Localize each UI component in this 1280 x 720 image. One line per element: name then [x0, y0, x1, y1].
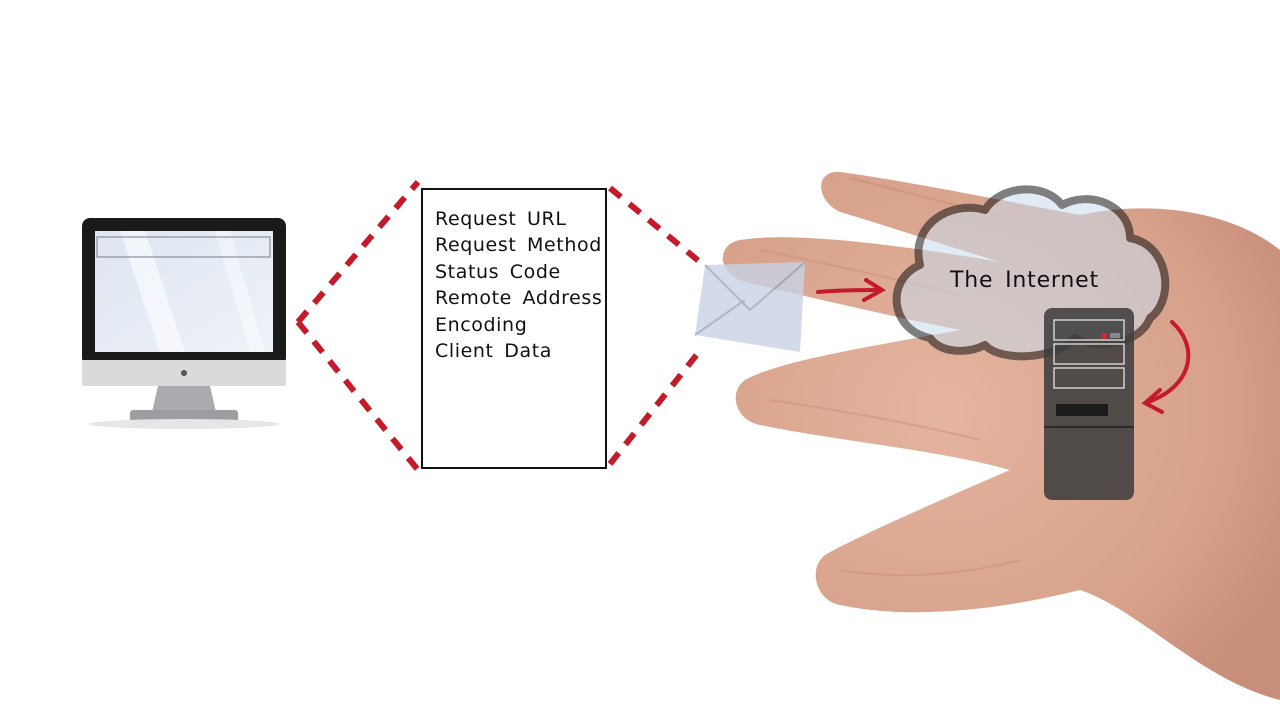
dashed-connector — [295, 180, 705, 472]
request-method-label: Request Method — [435, 234, 602, 257]
desktop-monitor-icon — [82, 218, 286, 429]
internet-label: The Internet — [950, 268, 1099, 293]
arrow-to-internet-icon — [816, 278, 886, 302]
status-code-label: Status Code — [435, 260, 561, 283]
request-field-list: Request URL Request Method Status Code R… — [435, 206, 602, 364]
server-tower-icon — [1044, 308, 1134, 500]
request-url-label: Request URL — [435, 208, 567, 230]
client-data-label: Client Data — [435, 340, 553, 363]
envelope-icon — [694, 261, 806, 352]
remote-address-label: Remote Address — [435, 287, 603, 310]
encoding-label: Encoding — [435, 313, 528, 336]
request-details-box: Request URL Request Method Status Code R… — [421, 188, 607, 469]
return-arrow-icon — [1141, 320, 1191, 414]
